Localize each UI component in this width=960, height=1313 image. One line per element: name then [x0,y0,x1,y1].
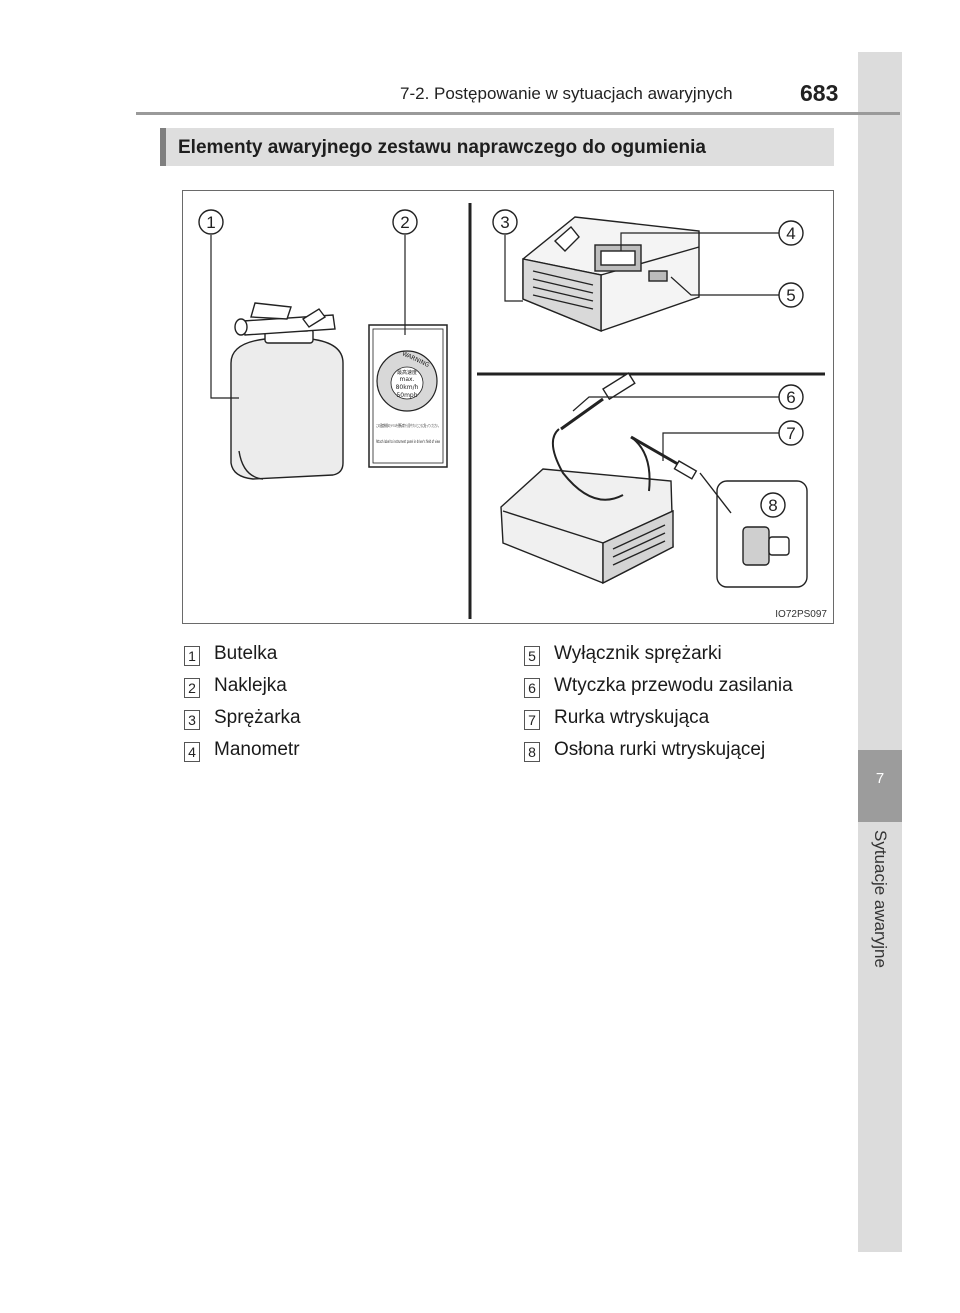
side-tab: 7 Sytuacje awaryjne [858,52,902,1252]
legend-item: 7 Rurka wtryskująca [524,706,844,738]
legend-label: Wtyczka przewodu zasilania [554,675,793,696]
callout-3: 3 [500,213,509,232]
legend-number: 8 [524,742,540,762]
chapter-block [858,750,902,822]
legend-right-column: 5 Wyłącznik sprężarki 6 Wtyczka przewodu… [524,642,844,770]
section-heading-bar: Elementy awaryjnego zestawu naprawczego … [160,128,834,166]
sticker-en-body: Attach label to instrument panel in driv… [376,439,440,444]
section-title: 7-2. Postępowanie w sytuacjach awaryjnyc… [400,84,733,103]
compressor-open-drawing [500,372,698,585]
sticker-kmh: 80km/h [396,384,419,391]
legend-number: 6 [524,678,540,698]
callout-5: 5 [786,286,795,305]
compressor-drawing [522,216,700,333]
kit-illustration-drawing: WARNING 最高速度 max. 80km/h 50mph この速度制限のラベ… [198,203,825,619]
legend-label: Sprężarka [214,707,301,728]
sticker-mph: 50mph [396,392,417,399]
legend-label: Manometr [214,739,300,760]
sticker-max: max. [400,376,415,383]
figure-code: IO72PS097 [775,609,827,620]
callout-2: 2 [400,213,409,232]
chapter-title: Sytuacje awaryjne [871,830,890,968]
legend-number: 3 [184,710,200,730]
sticker-drawing: WARNING 最高速度 max. 80km/h 50mph この速度制限のラベ… [368,324,448,468]
legend-item: 5 Wyłącznik sprężarki [524,642,844,674]
page-header: 7-2. Postępowanie w sytuacjach awaryjnyc… [0,0,960,120]
legend-label: Rurka wtryskująca [554,707,710,728]
callouts: 1 2 3 4 5 6 7 8 [198,209,804,518]
legend-item: 8 Osłona rurki wtryskującej [524,738,844,770]
legend-item: 1 Butelka [184,642,484,674]
bottle-drawing [230,302,344,480]
callout-8: 8 [768,496,777,515]
page-number: 683 [800,80,839,106]
callout-1: 1 [206,213,215,232]
legend-item: 4 Manometr [184,738,484,770]
legend-label: Wyłącznik sprężarki [554,643,722,664]
callout-7: 7 [786,424,795,443]
callout-6: 6 [786,388,795,407]
legend-label: Osłona rurki wtryskującej [554,739,766,760]
legend-number: 5 [524,646,540,666]
sticker-jp-top: 最高速度 [397,369,417,376]
legend-item: 3 Sprężarka [184,706,484,738]
leader-lines [210,232,779,461]
header-rule [136,112,900,115]
legend-item: 2 Naklejka [184,674,484,706]
section-heading: Elementy awaryjnego zestawu naprawczego … [178,137,706,158]
legend-left-column: 1 Butelka 2 Naklejka 3 Sprężarka 4 Manom… [184,642,484,770]
callout-4: 4 [786,224,795,243]
legend-label: Butelka [214,643,278,664]
sticker-jp-body: この速度制限のラベルを運転席から見やすいところに貼ってください。 [376,422,440,428]
legend-number: 2 [184,678,200,698]
chapter-title-vertical: Sytuacje awaryjne [870,830,890,1070]
legend-number: 7 [524,710,540,730]
legend-item: 6 Wtyczka przewodu zasilania [524,674,844,706]
legend-number: 1 [184,646,200,666]
legend-label: Naklejka [214,675,287,696]
chapter-number: 7 [875,770,885,787]
legend-number: 4 [184,742,200,762]
kit-illustration: WARNING 最高速度 max. 80km/h 50mph この速度制限のラベ… [182,190,834,624]
nozzle-cap-inset [699,472,808,588]
